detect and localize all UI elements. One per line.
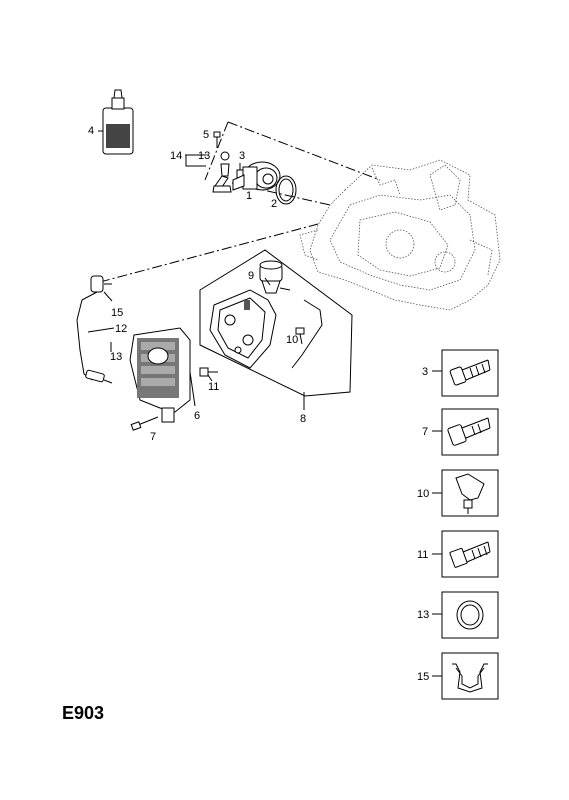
callout-10: 10 (286, 334, 298, 346)
bolt-part-7 (130, 416, 159, 431)
flange-bolt-icon (447, 417, 491, 446)
svg-text:11: 11 (417, 549, 428, 561)
legend-item: 10 (417, 469, 499, 517)
hex-bolt-icon (449, 541, 491, 568)
legend-item: 15 (417, 652, 499, 700)
svg-text:10: 10 (417, 488, 429, 500)
legend: 3 7 10 (417, 349, 499, 700)
callout-12: 12 (115, 323, 127, 335)
legend-item: 11 (417, 530, 499, 578)
svg-text:3: 3 (422, 366, 428, 378)
callout-13: 13 (198, 150, 210, 162)
callout-5: 5 (203, 129, 209, 141)
callout-13-lower: 13 (110, 351, 122, 363)
screw-part-5 (213, 131, 221, 148)
callout-8: 8 (300, 413, 306, 425)
bolt-icon (449, 359, 491, 386)
fluid-bottle-part (98, 89, 134, 155)
legend-item: 3 (422, 349, 499, 397)
legend-item: 7 (422, 408, 499, 456)
callout-3: 3 (239, 150, 245, 162)
assembly-lines (99, 121, 381, 283)
slave-cylinder-part (232, 161, 281, 191)
svg-text:15: 15 (417, 671, 429, 683)
retaining-clip-icon (452, 663, 488, 693)
sensor-cable-part (76, 275, 113, 384)
callout-14: 14 (170, 150, 182, 162)
o-ring-part (275, 175, 297, 205)
callout-1: 1 (246, 190, 252, 202)
gear-actuator-part (129, 327, 196, 423)
callout-4: 4 (88, 125, 94, 137)
leader-lines (87, 277, 271, 382)
bleed-pipe-part (185, 151, 232, 193)
transmission-housing (299, 159, 501, 311)
svg-text:13: 13 (417, 609, 429, 621)
callout-9: 9 (248, 270, 254, 282)
callout-6: 6 (194, 410, 200, 422)
callout-7: 7 (150, 431, 156, 443)
callout-labels: 4 5 13 14 3 1 2 9 15 12 13 10 11 6 7 8 (88, 125, 306, 443)
diagram-code: E903 (62, 703, 105, 723)
sealing-ring-icon (456, 600, 484, 630)
bolt-part-11 (199, 367, 218, 377)
svg-text:7: 7 (422, 426, 428, 438)
callout-15: 15 (111, 307, 123, 319)
legend-item: 13 (417, 591, 499, 639)
hydraulic-unit-group (199, 249, 353, 410)
clip-icon (455, 473, 485, 514)
callout-2: 2 (271, 198, 277, 210)
callout-11: 11 (208, 381, 219, 393)
